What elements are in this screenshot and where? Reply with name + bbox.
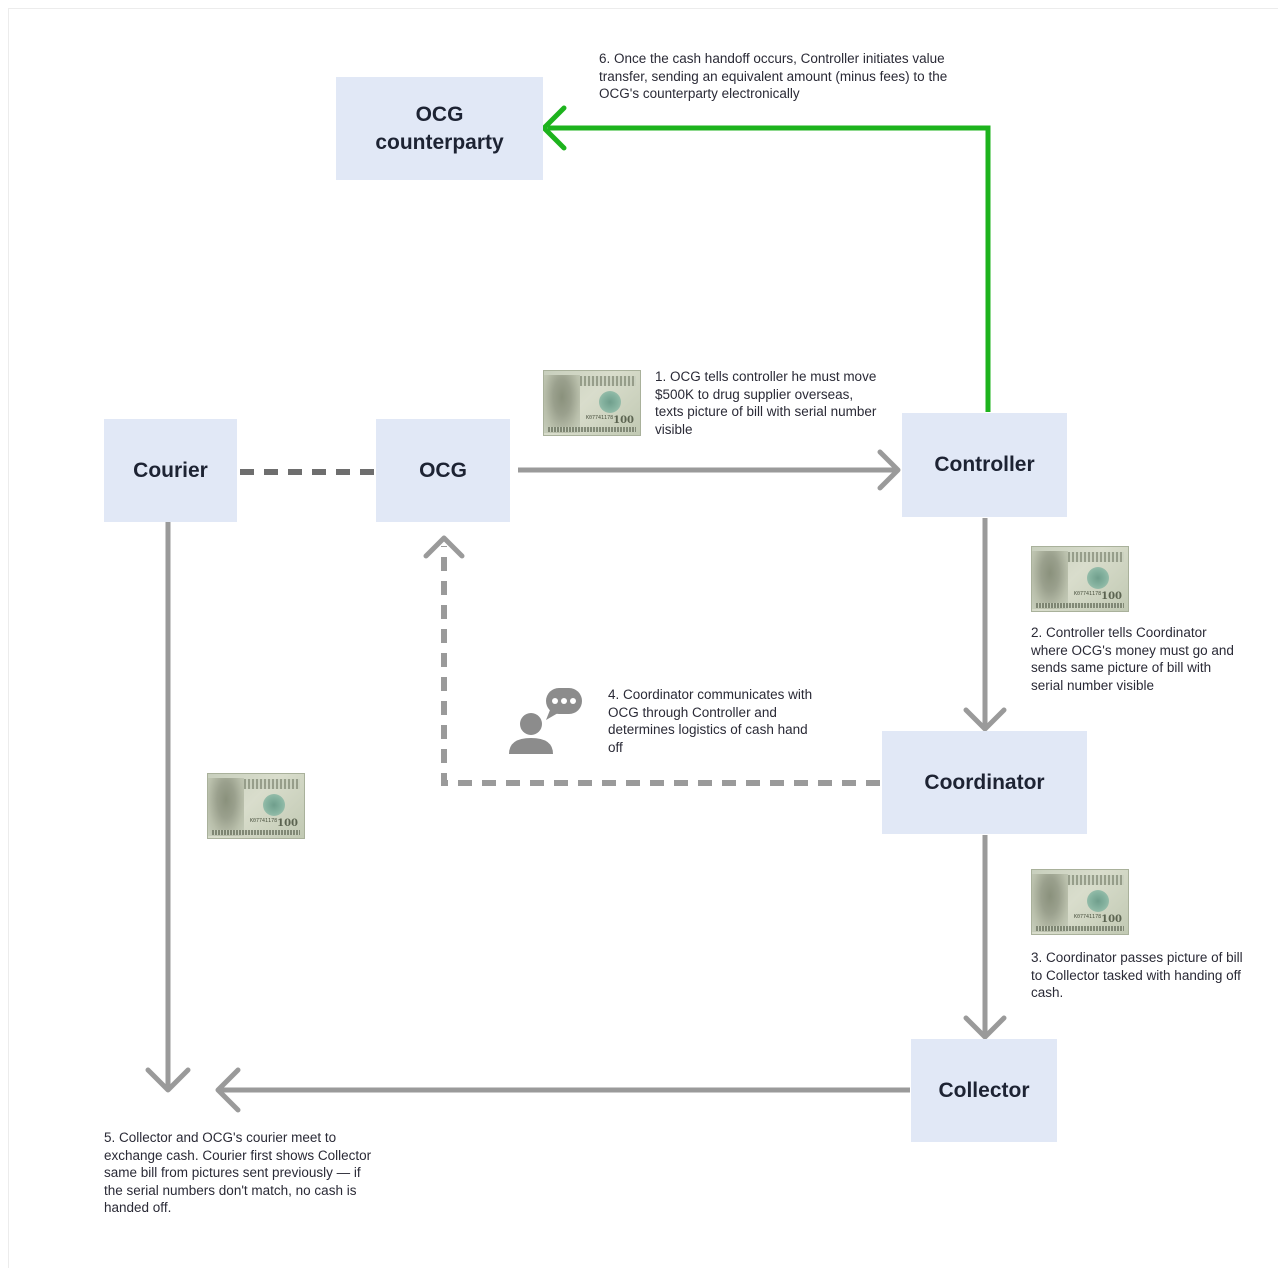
arrow-controller-to-counterparty [548, 125, 991, 412]
arrowhead-courier-meet [145, 1067, 191, 1093]
banknote-icon: K07741178 100 [1031, 869, 1129, 935]
bill-serial: K07741178 [1074, 914, 1102, 920]
banknote-icon: K07741178 100 [207, 773, 305, 839]
node-ocg: OCG [376, 419, 510, 522]
banknote-icon: K07741178 100 [1031, 546, 1129, 612]
node-ocg-counterparty: OCG counterparty [336, 77, 543, 180]
arrowhead-controller [877, 449, 901, 491]
bill-serial: K07741178 [1074, 591, 1102, 597]
bill-denomination: 100 [1101, 591, 1122, 602]
banknote-icon: K07741178 100 [543, 370, 641, 436]
arrowhead-ocg [423, 535, 465, 559]
note-step-2: 2. Controller tells Coordinator where OC… [1031, 625, 1234, 693]
node-controller: Controller [902, 413, 1067, 517]
arrowhead-collector-meet [215, 1067, 241, 1113]
note-step-5: 5. Collector and OCG's courier meet to e… [104, 1130, 372, 1215]
frame-left-line [8, 8, 9, 1268]
note-step-6: 6. Once the cash handoff occurs, Control… [599, 51, 948, 101]
node-collector: Collector [911, 1039, 1057, 1142]
note-step-3: 3. Coordinator passes picture of bill to… [1031, 950, 1243, 1000]
bill-denomination: 100 [613, 415, 634, 426]
frame-top-line [8, 8, 1278, 9]
arrowhead-counterparty [541, 105, 567, 151]
arrowhead-collector [963, 1015, 1007, 1040]
arrowhead-coordinator [963, 707, 1007, 732]
person-chat-icon [509, 688, 582, 754]
bill-serial: K07741178 [586, 415, 614, 421]
bill-denomination: 100 [1101, 914, 1122, 925]
note-step-1: 1. OCG tells controller he must move $50… [655, 369, 877, 437]
dashed-arrow-coordinator-to-ocg [441, 546, 880, 786]
bill-serial: K07741178 [250, 818, 278, 824]
bill-denomination: 100 [277, 818, 298, 829]
node-courier: Courier [104, 419, 237, 522]
note-step-4: 4. Coordinator communicates with OCG thr… [608, 687, 813, 755]
node-coordinator: Coordinator [882, 731, 1087, 834]
